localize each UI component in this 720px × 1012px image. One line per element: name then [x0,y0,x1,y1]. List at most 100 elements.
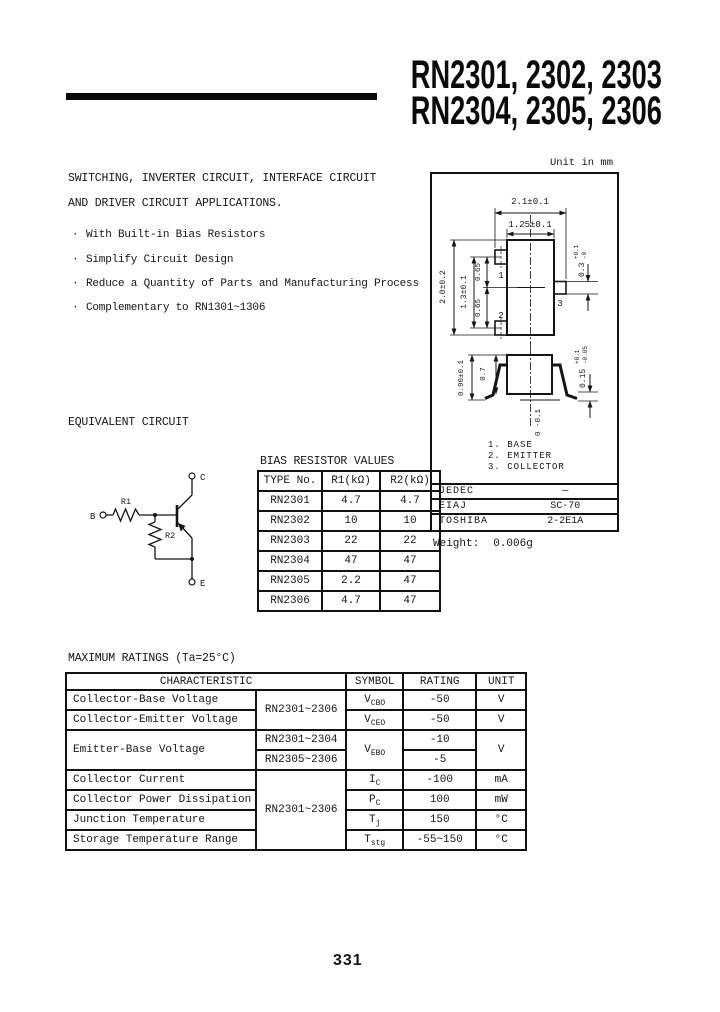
cell-r1: 4.7 [321,490,381,512]
equivalent-circuit-heading: EQUIVALENT CIRCUIT [68,416,189,429]
cell-r1: 47 [321,550,381,572]
dim-lead-width-label: 0.3 +0.1 -0 [573,244,588,277]
cell-r2: 47 [379,570,441,592]
cell-r2: 10 [379,510,441,532]
pin-legend: 1. BASE 2. EMITTER 3. COLLECTOR [488,440,565,473]
dim-lead-thickness-label: 0.15 +0.1 -0.05 [574,346,589,388]
svg-text:-0: -0 [581,251,588,259]
col-characteristic: CHARACTERISTIC [64,672,348,691]
dim-overall-height-label: 2.0±0.2 [439,270,448,304]
toshiba-label: TOSHIBA [432,513,514,528]
unit-cell: °C [475,829,528,851]
dim-profile-height-label: 0.90±0.1 [458,360,466,397]
weight-value: 0.006g [493,538,533,550]
table-row: RN2302 10 10 [257,510,441,532]
types-cell: RN2305~2306 [255,749,348,771]
package-standards-table: JEDEC — EIAJ SC-70 TOSHIBA 2-2E1A [432,483,617,528]
jedec-value: — [513,483,617,499]
table-row: Junction Temperature Tj 150 °C [64,809,528,831]
svg-text:-0.05: -0.05 [582,346,589,364]
col-unit: UNIT [475,672,528,691]
dim-pin-pitch-upper-label: 0.65 [475,263,483,282]
cell-r2: 47 [379,550,441,572]
rating-cell: -10 [402,729,478,751]
dim-pin-pitch-lower-label: 0.65 [475,299,483,318]
svg-text:+0.1: +0.1 [573,244,580,259]
bias-table-heading: BIAS RESISTOR VALUES [260,455,395,468]
symbol-cell: Tj [345,809,405,831]
terminal-c-label: C [200,473,206,483]
types-cell: RN2301~2306 [255,689,348,731]
svg-text:+0.1: +0.1 [574,349,581,364]
unit-cell: V [475,729,528,771]
rating-cell: 100 [402,789,478,811]
bullet-dot: · [72,254,79,266]
pin-legend-collector: 3. COLLECTOR [488,462,565,472]
table-row: Collector Current RN2301~2306 IC -100 mA [64,769,528,851]
r1-label: R1 [121,497,131,507]
symbol-cell: VCEO [345,709,405,731]
jedec-label: JEDEC [432,483,514,499]
feature-item: · Complementary to RN1301~1306 [72,302,265,314]
dim-pin-span-label: 1.3±0.1 [460,275,469,309]
cell-type: RN2301 [257,490,323,512]
application-line-1: SWITCHING, INVERTER CIRCUIT, INTERFACE C… [68,172,377,185]
characteristic-cell: Collector-Base Voltage [64,689,258,711]
rating-cell: -50 [402,709,478,731]
cell-r1: 10 [321,510,381,532]
rating-cell: -5 [402,749,478,771]
cell-type: RN2304 [257,550,323,572]
dim-body-width-label: 1.25±0.1 [508,220,551,230]
svg-text:0.15: 0.15 [579,369,588,388]
table-row: JEDEC — [432,483,617,499]
title-line-2: RN2304, 2305, 2306 [410,89,662,133]
symbol-cell: Tstg [345,829,405,851]
feature-text: With Built-in Bias Resistors [86,229,266,241]
terminal-e-label: E [200,579,205,589]
bullet-dot: · [72,302,79,314]
cell-type: RN2306 [257,590,323,612]
types-cell: RN2301~2304 [255,729,348,751]
types-cell: RN2301~2306 [255,769,348,851]
maximum-ratings-table: CHARACTERISTIC SYMBOL RATING UNIT Collec… [64,672,528,851]
dim-standoff-label: 0 -0.1 [535,408,543,436]
feature-item: · Simplify Circuit Design [72,254,233,266]
symbol-cell: IC [345,769,405,791]
table-header-row: TYPE No. R1(kΩ) R2(kΩ) [257,470,441,492]
cell-r2: 47 [379,590,441,612]
bullet-dot: · [72,278,79,290]
characteristic-cell: Junction Temperature [64,809,258,831]
unit-cell: mW [475,789,528,811]
cell-r2: 22 [379,530,441,552]
rating-cell: -100 [402,769,478,791]
table-row: Collector Power Dissipation PC 100 mW [64,789,528,811]
application-line-2: AND DRIVER CIRCUIT APPLICATIONS. [68,197,283,210]
weight-label: Weight: [433,538,480,550]
title-line-1: RN2301, 2302, 2303 [410,53,662,97]
unit-cell: V [475,709,528,731]
characteristic-cell: Collector-Emitter Voltage [64,709,258,731]
unit-cell: mA [475,769,528,791]
r2-label: R2 [165,531,175,541]
dim-body-thickness-label: 0.7 [480,367,488,381]
title-rule-bar [66,93,377,100]
table-row: RN2304 47 47 [257,550,441,572]
cell-r1: 4.7 [321,590,381,612]
feature-text: Simplify Circuit Design [86,254,234,266]
table-row: RN2305~2306 -5 [66,749,526,771]
cell-r1: 22 [321,530,381,552]
package-dimension-diagram: 2.1±0.1 1.25±0.1 1 2 3 2.0±0.2 1.3±0.1 [439,197,598,436]
dim-top-width-label: 2.1±0.1 [511,197,549,207]
unit-note: Unit in mm [550,157,614,169]
eiaj-value: SC-70 [513,498,617,514]
rating-cell: -55~150 [402,829,478,851]
bias-resistor-table: TYPE No. R1(kΩ) R2(kΩ) RN2301 4.7 4.7 RN… [257,470,441,612]
cell-type: RN2305 [257,570,323,592]
pin-legend-emitter: 2. EMITTER [488,451,553,461]
table-row: Collector-Base Voltage RN2301~2306 VCBO … [64,689,528,731]
symbol-cell: VEBO [345,729,405,771]
feature-text: Complementary to RN1301~1306 [86,302,266,314]
table-row: RN2305 2.2 47 [257,570,441,592]
cell-type: RN2303 [257,530,323,552]
